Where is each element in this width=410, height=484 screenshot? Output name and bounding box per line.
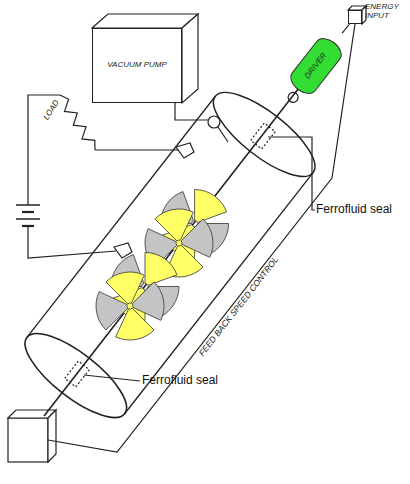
rotor-disc [96,272,164,340]
rotor-blade [106,272,144,304]
node-label: VACUUM PUMP [107,61,167,70]
load-wire [95,149,178,150]
battery-symbol [16,218,40,220]
brush-contact [114,243,132,258]
node-label: ENERGY INPUT [365,3,409,21]
pump-side-face [182,14,198,103]
part-label: LOAD [40,95,65,127]
rotor-shaft [44,66,316,416]
resistor-symbol [60,95,95,150]
node-label: DRIVER [303,51,329,80]
leader-line [84,375,140,381]
pump-top-face [92,14,198,28]
callout-label: Ferrofluid seal [316,203,410,216]
control-box-side [48,410,56,462]
cylinder-edge [125,173,313,414]
vacuum-cylinder [13,55,345,431]
rotor-blade [145,253,177,286]
battery-symbol [22,211,34,213]
brush-contact [176,143,194,158]
leader-line [268,137,315,210]
battery-symbol [16,204,40,206]
driver-motor: DRIVER [286,33,347,99]
load-wire [28,226,116,258]
rotor-blade [195,190,227,223]
control-box-front [8,418,48,462]
energy-input-box: ENERGY INPUT [348,10,362,24]
cylinder-edge [27,96,215,337]
feedback-line [48,24,355,452]
rotor-blade [155,209,193,241]
rotor-group [96,190,229,340]
wire-connector [342,24,349,33]
callout-label: Ferrofluid seal [142,374,242,387]
cylinder-far-end [202,79,327,190]
signal-label: FEED BACK SPEED CONTROL [186,241,292,373]
vacuum-pump-box: VACUUM PUMP [92,28,182,103]
